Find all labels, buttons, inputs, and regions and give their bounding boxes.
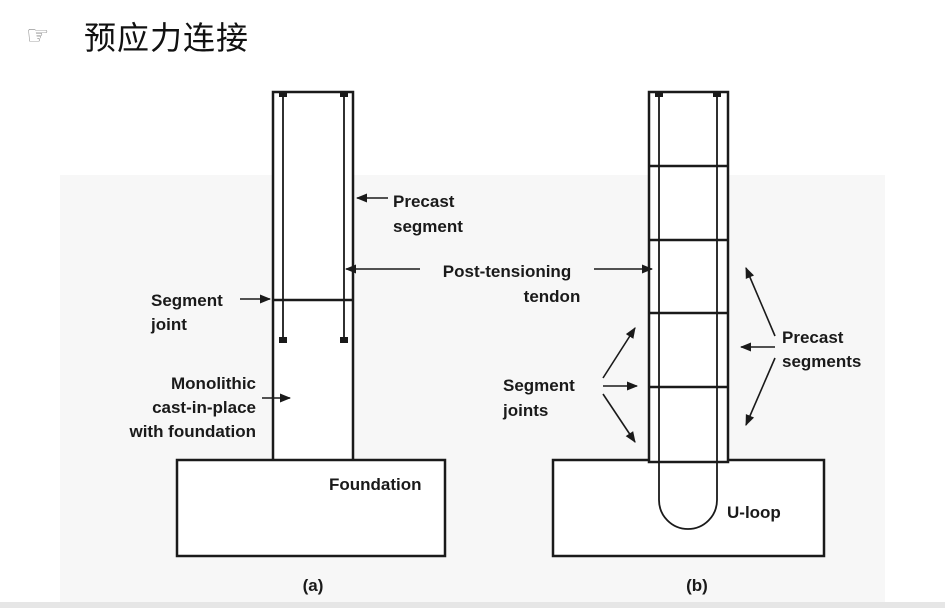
- slide-header: ☞ 预应力连接: [26, 14, 249, 58]
- arrow-joints-down: [602, 393, 636, 443]
- column-b: [647, 90, 730, 464]
- label-segment-joint-1: Segment: [151, 291, 223, 310]
- label-monolithic-1: Monolithic: [171, 374, 256, 393]
- foundation-a: [175, 458, 447, 558]
- figure-a: [175, 90, 447, 558]
- column-a: [271, 90, 355, 464]
- label-monolithic-3: with foundation: [128, 422, 256, 441]
- slide-bottom-edge: [0, 602, 945, 608]
- label-monolithic-2: cast-in-place: [152, 398, 256, 417]
- label-post-tensioning: Post-tensioning: [443, 262, 571, 281]
- label-segment-joints-2: joints: [502, 401, 548, 420]
- caption-a: (a): [303, 576, 324, 595]
- foundation-b: [551, 458, 826, 558]
- label-segment-joint-2: joint: [150, 315, 187, 334]
- label-tendon: tendon: [524, 287, 581, 306]
- slide-title: 预应力连接: [84, 19, 250, 57]
- label-foundation: Foundation: [329, 475, 422, 494]
- label-segment: segment: [393, 217, 463, 236]
- caption-b: (b): [686, 576, 708, 595]
- arrow-segments-up: [745, 266, 776, 337]
- label-precast: Precast: [393, 192, 455, 211]
- label-segment-joints-1: Segment: [503, 376, 575, 395]
- pointing-hand-icon: ☞: [26, 21, 50, 51]
- label-precast-b: Precast: [782, 328, 844, 347]
- arrow-joints-up: [602, 327, 636, 379]
- arrow-segments-down: [745, 357, 776, 427]
- u-loop-tendon: [658, 95, 718, 530]
- label-u-loop: U-loop: [727, 503, 781, 522]
- label-segments-b: segments: [782, 352, 861, 371]
- figure-b: [551, 90, 826, 558]
